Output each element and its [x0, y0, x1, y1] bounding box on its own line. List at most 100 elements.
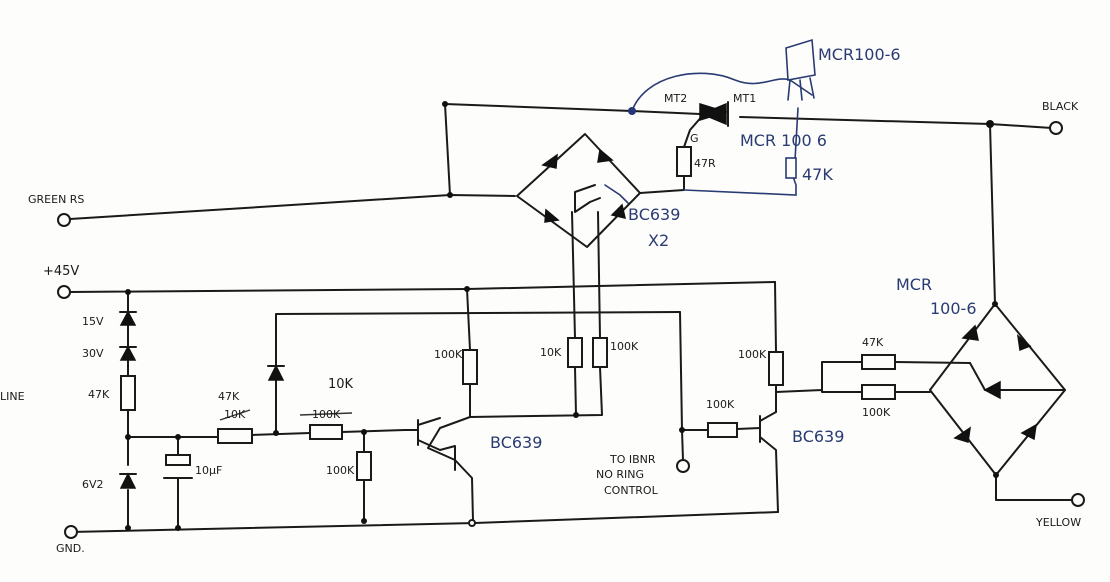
resistor-47k-right: [861, 354, 896, 370]
resistor-47r: [676, 146, 692, 177]
label-mt1: MT1: [733, 92, 756, 105]
resistor-100k-bias: [356, 451, 372, 481]
junction: [447, 192, 453, 198]
junction: [986, 120, 994, 128]
right-bridge-diode-2: [1016, 334, 1032, 352]
wire-left-mid: [469, 366, 603, 418]
wire-green: [69, 175, 685, 220]
bridge-outline: [516, 133, 641, 248]
zener-6v2: [119, 472, 137, 489]
resistor-100k-col2: [768, 351, 784, 386]
right-bridge-diode-3: [983, 380, 1001, 400]
junction: [464, 286, 470, 292]
wire-supply-rail: [69, 281, 776, 293]
strike-100k: [299, 412, 353, 416]
junction: [125, 434, 131, 440]
diode-second-rail: [267, 364, 285, 381]
label-gnd: GND.: [56, 542, 85, 555]
resistor-47k-left: [120, 375, 136, 411]
zener-30v: [119, 345, 137, 361]
junction: [273, 430, 279, 436]
wire-top-left-down: [444, 103, 451, 196]
label-r10k-pair: 10K: [540, 346, 562, 359]
junction: [442, 101, 448, 107]
resistor-100k-pair: [592, 337, 608, 368]
label-bc639-left: BC639: [490, 433, 542, 452]
terminal-yellow: [1071, 493, 1085, 507]
resistor-47k-mid: [217, 428, 253, 444]
label-r10k-new: 10K: [328, 377, 354, 392]
wire-right-resistors: [775, 361, 971, 393]
junction: [125, 525, 131, 531]
right-bridge-diode-1: [961, 324, 979, 341]
junction: [125, 289, 131, 295]
label-scr-note: MCR 100 6: [740, 131, 827, 150]
wire-right-vertical: [989, 123, 996, 305]
label-line: LINE: [0, 390, 25, 403]
label-mcr-right-2: 100-6: [930, 299, 977, 318]
label-transistor-pair: BC639: [628, 205, 680, 224]
label-r100k-right: 100K: [862, 406, 891, 419]
terminal-black: [1049, 121, 1063, 135]
junction: [992, 301, 998, 307]
label-z15: 15V: [82, 315, 104, 328]
label-r100k-pair: 100K: [610, 340, 639, 353]
wire-pair-down: [571, 211, 601, 339]
label-r47k-right: 47K: [862, 336, 884, 349]
label-green: GREEN RS: [28, 193, 84, 206]
label-r100k-col1: 100K: [434, 348, 463, 361]
label-yellow: YELLOW: [1035, 516, 1081, 529]
wire-blue-scr: [683, 107, 799, 196]
label-r100k-bias: 100K: [326, 464, 355, 477]
label-z30: 30V: [82, 347, 104, 360]
label-r100k-old: 100K: [312, 408, 341, 421]
wire-left-collector: [427, 288, 474, 522]
label-r47k-left: 47K: [88, 388, 110, 401]
bridge-diode-2: [597, 148, 614, 163]
terminal-gnd: [64, 525, 78, 539]
label-z6v2: 6V2: [82, 478, 104, 491]
label-no-ring: NO RING: [596, 468, 644, 481]
label-r100k-base2: 100K: [706, 398, 735, 411]
label-part-top: MCR100-6: [818, 45, 901, 64]
wire-right-bridge-mid: [969, 362, 1066, 391]
junction: [573, 412, 579, 418]
label-bc639-right: BC639: [792, 427, 844, 446]
label-supply: +45V: [43, 264, 79, 279]
junction: [679, 427, 685, 433]
resistor-47k-scr: [785, 157, 797, 179]
label-r100k-col2: 100K: [738, 348, 767, 361]
wire-left-trans: [404, 417, 456, 471]
label-mt2: MT2: [664, 92, 687, 105]
bridge-diode-1: [541, 153, 558, 169]
resistor-10k-mid: [309, 424, 343, 440]
wire-blue-arrow: [604, 184, 629, 204]
wire-right-branch: [679, 311, 779, 513]
label-r47k-mid: 47K: [218, 390, 240, 403]
label-r-gate: 47R: [694, 157, 716, 170]
right-bridge-diode-5: [1020, 423, 1037, 441]
strike-10k: [219, 409, 251, 421]
label-black: BLACK: [1042, 100, 1079, 113]
junction: [361, 518, 367, 524]
junction-blue: [628, 107, 636, 115]
label-cap: 10µF: [195, 464, 222, 477]
wire-top-rail: [444, 103, 1053, 129]
junction: [175, 434, 181, 440]
triac-lower: [700, 102, 727, 126]
label-mcr-right-1: MCR: [896, 275, 932, 294]
resistor-10k-pair: [567, 337, 583, 368]
wire-pair-inner: [574, 184, 601, 213]
wire-to-ibnr: [681, 429, 684, 461]
label-r-scr: 47K: [802, 165, 833, 184]
wire-base-node: [127, 429, 406, 438]
bridge-diode-3: [544, 208, 560, 223]
label-to-ibnr: TO IBNR: [609, 453, 656, 466]
bridge-diode-4: [610, 203, 627, 220]
zener-15v: [119, 310, 137, 326]
wire-supply-right: [774, 281, 777, 413]
label-r10k-old: 10K: [224, 408, 246, 421]
terminal-green: [57, 213, 71, 227]
capacitor-10uf: [165, 454, 191, 466]
resistor-100k-right: [861, 384, 896, 400]
